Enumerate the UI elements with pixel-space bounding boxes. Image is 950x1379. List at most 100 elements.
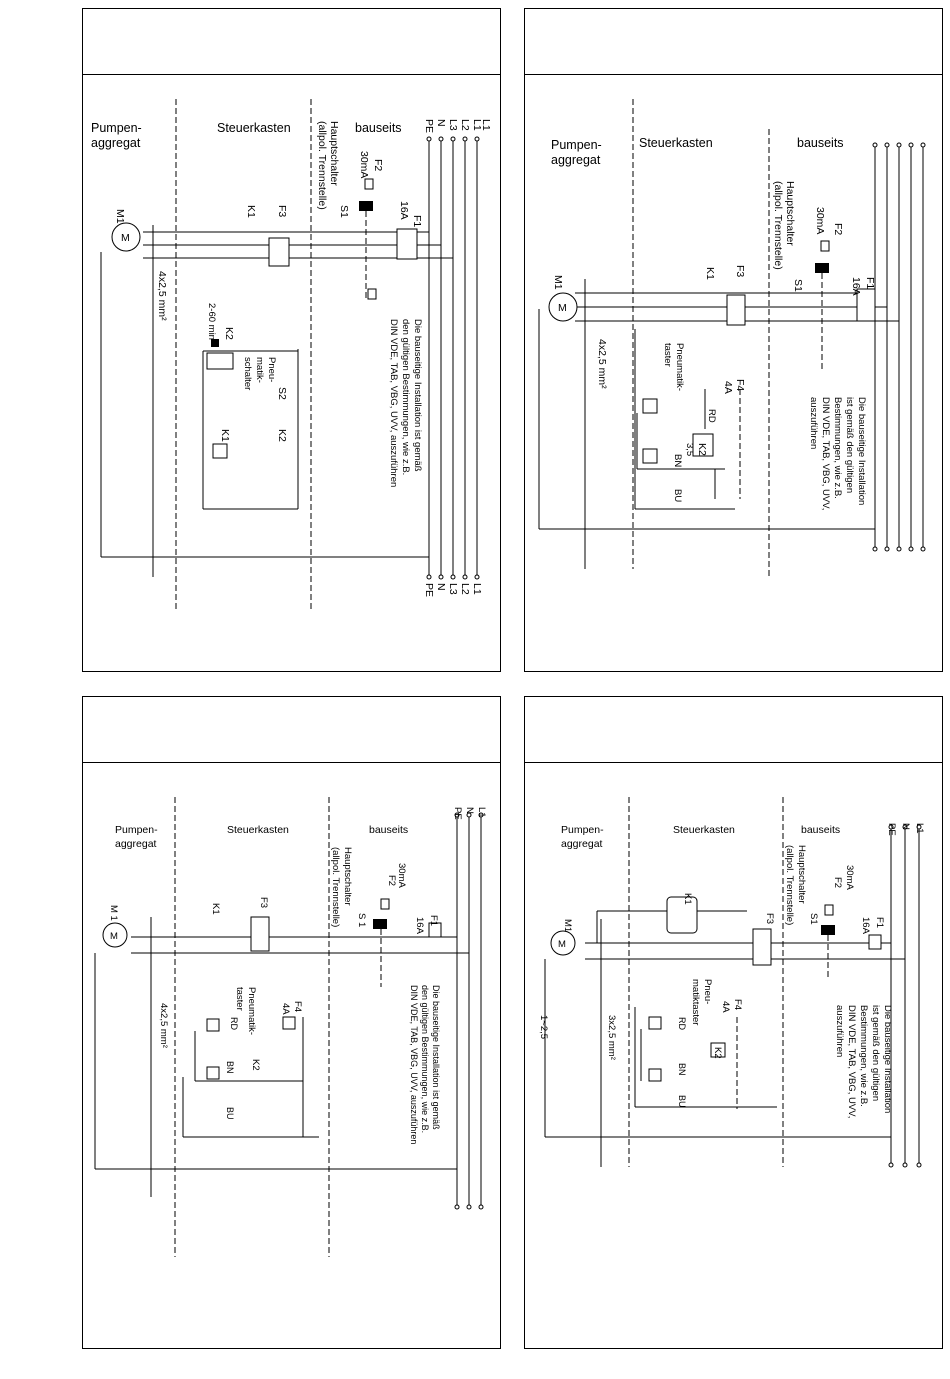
k2-label: K2 — [223, 327, 235, 340]
rail-l1-label-bottom: L1 — [471, 583, 483, 595]
pneu-switch-label: Pneumatik- — [246, 987, 257, 1035]
fuse-f1: F1 16A — [396, 201, 423, 260]
wiring-diagram-3: Pumpen- aggregat Steuerkasten bauseits L… — [94, 797, 487, 1257]
diagram-panel-4: Pumpen- aggregat Steuerkasten bauseits L… — [524, 696, 943, 1349]
zone-pump-label: Pumpen- — [91, 121, 142, 135]
rail-l3-label-bottom: L3 — [447, 583, 459, 595]
k1-coil-label: K1 — [219, 429, 231, 442]
cable-spec-label: 4x2,5 mm² — [158, 1003, 169, 1048]
diagram-panel-1: Pumpen- aggregat Steuerkasten bauseits L… — [82, 8, 501, 672]
f4-rating-label: 4A — [722, 381, 734, 394]
f2-rating-label: 30mA — [814, 207, 826, 234]
supply-rails — [888, 824, 922, 1168]
rail-n-label: N — [900, 823, 911, 830]
f2-label: F2 — [832, 877, 843, 888]
motor-m1: M M1 — [548, 275, 578, 322]
pneu-switch-label: Pneumatik- — [674, 343, 685, 391]
installation-note-line-2: den gültigen Bestimmungen, wie z.B. — [400, 319, 411, 475]
motor-m1: M M 1 — [102, 905, 128, 948]
wiring-diagram-2: Pumpen- aggregat Steuerkasten bauseits — [538, 99, 926, 579]
rail-n-label: N — [464, 807, 475, 814]
main-switch-label: Hauptschalter — [342, 847, 353, 906]
supply-rails — [426, 136, 480, 580]
motor-m1-label: M1 — [114, 209, 126, 224]
fuse-f1: F1 16A — [860, 917, 885, 950]
rail-pe-label: PE — [423, 119, 435, 133]
rd-wire-label: RD — [706, 409, 717, 423]
rd-wire-label: RD — [677, 1017, 687, 1030]
installation-note-line-1: Die bauseitige Installation — [882, 1005, 893, 1113]
installation-note-line-1: Die bauseitige Installation ist gemäß — [412, 319, 423, 472]
rd-wire-label: RD — [229, 1017, 239, 1030]
control-circuit — [202, 339, 299, 510]
main-switch-label-2: (allpol. Trennstelle) — [784, 845, 795, 925]
rail-l2-label-bottom: L2 — [459, 583, 471, 595]
fuse-f1: F1 16A — [850, 277, 876, 322]
bn-wire-label: BN — [225, 1061, 235, 1074]
rail-l2-label: L2 — [459, 119, 471, 131]
f4-label: F4 — [732, 999, 743, 1010]
supply-rails — [872, 142, 926, 552]
motor-m1: M M1 — [550, 919, 576, 956]
motor-symbol-label: M — [110, 931, 118, 942]
f4-label: F4 — [734, 379, 746, 391]
zone-site-label: bauseits — [355, 121, 402, 135]
cable-spec-label: 4x2,5 mm² — [156, 271, 168, 321]
f3-label: F3 — [764, 913, 775, 924]
installation-note-line-1: Die bauseitige Installation — [856, 397, 867, 505]
zone-pump-label-2: aggregat — [91, 136, 141, 150]
control-circuit — [636, 389, 741, 499]
k1-label: K1 — [210, 903, 221, 915]
k1-contact-box: K1 — [666, 893, 698, 934]
pneu-switch-label-2: matiktaster — [690, 979, 701, 1025]
rcd-f2: F2 30mA — [814, 207, 844, 369]
pneu-switch-label-2: taster — [662, 343, 673, 367]
zone-pump-label-2: aggregat — [551, 153, 601, 167]
pneu-switch-label-3: schalter — [242, 357, 253, 390]
motor-symbol-label: M — [558, 302, 567, 314]
k2-contact-label: K2 — [696, 443, 708, 456]
installation-note-line-3: DIN VDE, TAB, VBG, UVV, auszuführen — [409, 985, 419, 1144]
zone-control-label: Steuerkasten — [227, 824, 289, 836]
f3-label: F3 — [276, 205, 288, 217]
zone-site-label: bauseits — [797, 136, 844, 150]
pneu-switch-label: Pneu- — [266, 357, 277, 382]
overload-relay-f3: F3 — [250, 897, 270, 952]
f4-rating-label: 4A — [720, 1001, 731, 1013]
pneu-switch-label: Pneu- — [702, 979, 713, 1004]
motor-m1-label: M1 — [562, 919, 573, 932]
bn-wire-label: BN — [677, 1063, 687, 1076]
main-switch-label-2: (allpol. Trennstelle) — [772, 181, 784, 270]
f2-label: F2 — [386, 875, 397, 886]
cable-spec-label: 4x2,5 mm² — [596, 339, 608, 389]
motor-m1-label: M 1 — [108, 905, 119, 921]
supply-rails — [454, 812, 484, 1210]
zone-site-label: bauseits — [369, 824, 408, 836]
installation-note-line-2: ist gemäß den gültigen — [870, 1005, 881, 1101]
main-switch-label-2: (allpol. Trennstelle) — [316, 121, 328, 210]
f1-rating-label: 16A — [850, 277, 862, 296]
s2-label: S2 — [276, 387, 288, 400]
control-circuit — [640, 1016, 738, 1109]
installation-note-line-4: DIN VDE, TAB, VBG, UVV, — [820, 397, 831, 510]
installation-note-line-2: ist gemäß den gültigen — [844, 397, 855, 493]
pneu-switch-label-2: taster — [234, 987, 245, 1011]
f3-label: F3 — [258, 897, 269, 908]
k2-time-label: 2-60 min — [206, 303, 217, 340]
wiring-diagram-1: Pumpen- aggregat Steuerkasten bauseits L… — [91, 99, 492, 609]
rail-l1-label: L1 — [476, 807, 487, 818]
rcd-f2: F2 30mA — [358, 151, 384, 300]
rcd-f2: F2 30mA — [373, 863, 407, 987]
cable-pe-label: 1~2,5 — [538, 1015, 549, 1039]
panel-header — [525, 9, 942, 75]
overload-relay-f3: F3 — [752, 913, 775, 966]
s1-label: S1 — [792, 279, 804, 292]
bn-wire-label: BN — [672, 454, 683, 467]
panel-header — [83, 697, 500, 763]
bu-wire-label: BU — [672, 489, 683, 502]
k2-contact-label: K2 — [250, 1059, 261, 1071]
bu-wire-label: BU — [677, 1095, 687, 1108]
motor-symbol-label: M — [121, 232, 130, 244]
zone-pump-label: Pumpen- — [561, 824, 604, 836]
cable-spec-label: 3x2,5 mm² — [606, 1015, 617, 1060]
